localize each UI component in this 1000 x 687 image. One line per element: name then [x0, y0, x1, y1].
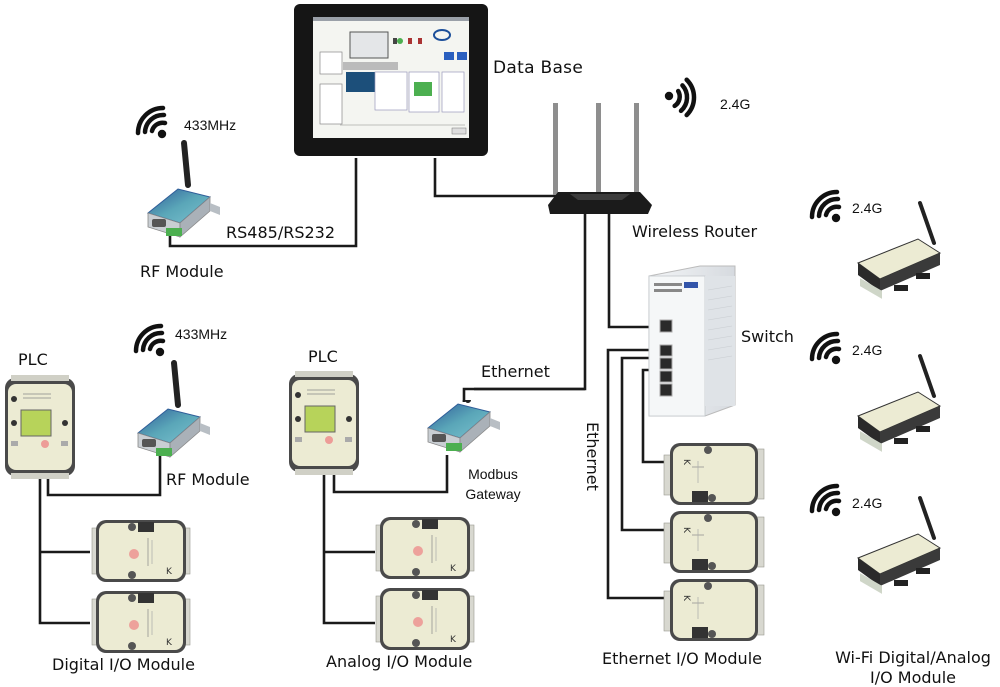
link-plc-rf — [46, 455, 162, 497]
ethernet-io-module — [663, 442, 765, 506]
rf-plc-label: RF Module — [166, 470, 250, 489]
analog-io-label: Analog I/O Module — [326, 652, 473, 671]
wifi-io-label-line1: Wi-Fi Digital/Analog — [835, 648, 991, 667]
wifi-io-label-line2: I/O Module — [870, 668, 956, 687]
link-switch-eth2 — [620, 356, 668, 532]
rf-top-band-label: 433MHz — [184, 117, 237, 133]
ethernet-io-label: Ethernet I/O Module — [602, 649, 762, 668]
wifi-io-module — [856, 201, 942, 301]
link-plc-analog — [322, 472, 375, 625]
link-switch-eth3 — [606, 348, 668, 600]
analog-io-module — [375, 516, 475, 580]
database-label: Data Base — [493, 58, 584, 78]
ethernet-io-module — [663, 578, 765, 642]
ethernet-io-module — [663, 510, 765, 574]
link-rs485 — [168, 158, 358, 248]
wifi-signal-icon — [812, 486, 840, 516]
rs485-link-label: RS485/RS232 — [226, 223, 336, 242]
rf-module-plc — [138, 363, 210, 457]
wifi2-band-label: 2.4G — [852, 342, 883, 358]
link-plc-digital — [38, 478, 90, 625]
plc-left — [4, 374, 76, 480]
router-band-label: 2.4G — [720, 96, 751, 112]
analog-io-module — [375, 587, 475, 651]
rf-module-top — [148, 143, 220, 237]
router-label: Wireless Router — [632, 222, 758, 241]
connection-lines — [38, 158, 668, 625]
digital-io-module — [91, 590, 191, 654]
ethernet-link-label: Ethernet — [481, 362, 550, 381]
ethernet-switch — [648, 265, 736, 417]
digital-io-label: Digital I/O Module — [52, 655, 195, 674]
wifi3-band-label: 2.4G — [852, 495, 883, 511]
plc-left-label: PLC — [18, 350, 48, 369]
switch-label: Switch — [741, 327, 794, 346]
wifi-io-module — [856, 496, 942, 596]
rf-plc-band-label: 433MHz — [175, 326, 228, 342]
gateway-label-line2: Gateway — [465, 486, 521, 502]
database-monitor — [294, 4, 488, 156]
link-router-switch — [607, 214, 660, 329]
wifi-signal-icon — [812, 192, 840, 222]
ethernet-vertical-label: Ethernet — [583, 422, 602, 491]
wifi-signal-icon — [812, 334, 840, 364]
plc-mid — [288, 370, 360, 476]
link-plc-gateway — [332, 455, 449, 494]
wifi-signal-icon — [136, 326, 164, 356]
wireless-router — [548, 103, 652, 214]
gateway-label-line1: Modbus — [468, 466, 518, 482]
wifi1-band-label: 2.4G — [852, 200, 883, 216]
wifi-signal-icon — [138, 108, 166, 138]
rf-top-label: RF Module — [140, 262, 224, 281]
digital-io-module — [91, 519, 191, 583]
link-db-router — [433, 158, 560, 198]
wifi-signal-icon — [663, 76, 704, 117]
wifi-io-module — [856, 354, 942, 454]
plc-mid-label: PLC — [308, 347, 338, 366]
